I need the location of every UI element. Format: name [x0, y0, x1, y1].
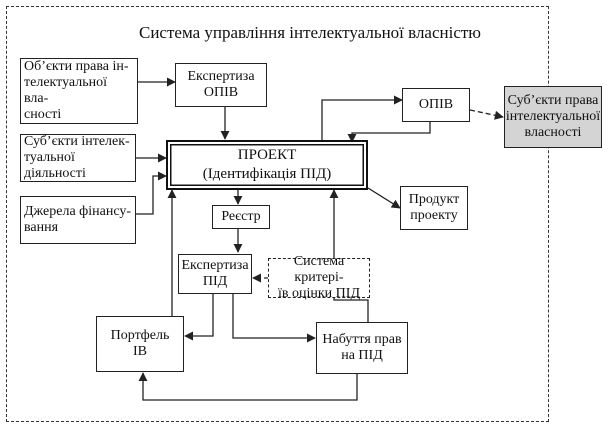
node-registry: Реєстр	[212, 205, 270, 229]
node-ip-rights-subjects: Суб’єкти права інтелектуальної власності	[504, 86, 602, 148]
node-ip-portfolio: Портфель ІВ	[96, 316, 184, 372]
system-boundary	[6, 6, 549, 422]
node-project: ПРОЕКТ (Ідентифікація ПІД)	[166, 140, 368, 190]
node-expertise-pid: Експертиза ПІД	[178, 254, 252, 294]
node-funding-sources: Джерела фінансу- вання	[20, 196, 136, 244]
node-expertise-opiv: Експертиза ОПІВ	[175, 63, 267, 107]
node-criteria-system: Система критері- їв оцінки ПІД	[268, 254, 370, 301]
node-activity-subjects: Суб’єкти інтелек- туальної діяльності	[20, 134, 136, 182]
diagram-title: Система управління інтелектуальної власн…	[138, 23, 482, 42]
node-project-product: Продукт проекту	[400, 186, 468, 230]
node-ip-objects: Об’єкти права ін- телектуальної вла- сно…	[20, 58, 138, 124]
node-opiv: ОПІВ	[402, 88, 470, 122]
node-rights-acquisition: Набуття прав на ПІД	[316, 322, 408, 374]
